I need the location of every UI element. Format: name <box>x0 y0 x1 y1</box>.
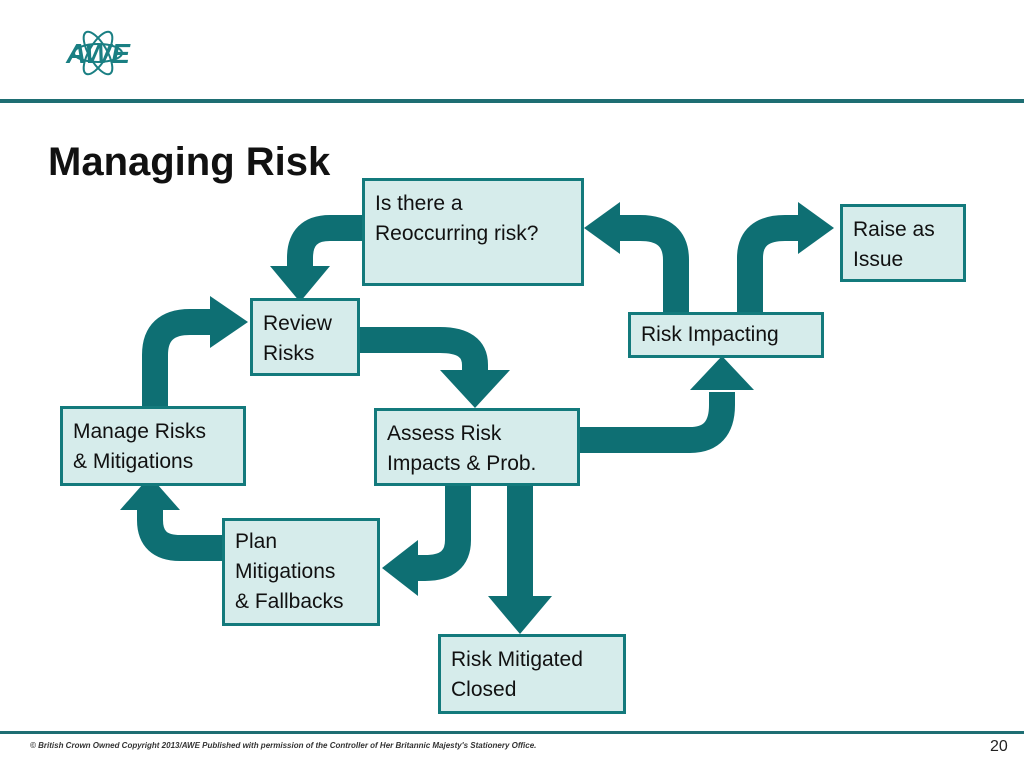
box-line: Manage Risks <box>73 420 207 443</box>
orbit-ring-1 <box>73 43 123 63</box>
arrow-assess-to-impacting <box>580 392 735 453</box>
footer-divider <box>0 731 1024 734</box>
arrowhead-review-left <box>210 296 248 348</box>
arrow-review-to-assess <box>360 327 488 378</box>
box-line: Issue <box>853 248 904 271</box>
arrowhead-plan <box>382 540 418 596</box>
box-assess-risk: Assess Risk Impacts & Prob. <box>374 408 580 486</box>
slide-title: Managing Risk <box>48 140 331 184</box>
arrowhead-manage <box>120 476 180 510</box>
box-line: Closed <box>451 678 517 701</box>
arrow-reoccurring-to-review <box>287 215 364 271</box>
box-line: Risk Impacting <box>641 323 779 346</box>
arrow-manage-to-review <box>142 309 212 406</box>
header-divider <box>0 99 1024 103</box>
arrowhead-review <box>270 266 330 302</box>
box-review-risks: Review Risks <box>250 298 360 376</box>
box-line: Is there a <box>375 192 463 215</box>
box-line: Risks <box>263 342 315 365</box>
logo-text: AWE <box>65 38 131 69</box>
box-reoccurring-risk: Is there a Reoccurring risk? <box>362 178 584 286</box>
arrow-assess-to-plan <box>412 486 471 581</box>
box-line: Raise as <box>853 218 935 241</box>
orbit-ring-3 <box>82 30 114 76</box>
arrowhead-assess <box>440 370 510 408</box>
arrowhead-reoccurring <box>584 202 620 254</box>
orbit-ring-2 <box>82 30 114 76</box>
box-line: & Fallbacks <box>235 590 344 613</box>
box-manage-risks: Manage Risks & Mitigations <box>60 406 246 486</box>
box-risk-mitigated: Risk Mitigated Closed <box>438 634 626 714</box>
box-line: & Mitigations <box>73 450 194 473</box>
copyright-notice: © British Crown Owned Copyright 2013/AWE… <box>30 741 537 750</box>
arrowhead-impacting <box>690 356 754 390</box>
box-line: Mitigations <box>235 560 336 583</box>
box-risk-impacting: Risk Impacting <box>628 312 824 358</box>
page-number: 20 <box>990 738 1008 755</box>
box-line: Plan <box>235 530 278 553</box>
arrowhead-raise <box>798 202 834 254</box>
arrow-plan-to-manage <box>137 507 222 561</box>
box-line: Review <box>263 312 332 335</box>
arrow-impacting-to-reoccurring <box>618 215 689 312</box>
awe-logo: AWE <box>65 30 131 76</box>
box-line: Assess Risk <box>387 422 502 445</box>
box-line: Risk Mitigated <box>451 648 583 671</box>
box-raise-as-issue: Raise as Issue <box>840 204 966 282</box>
arrow-impacting-to-raise <box>737 215 800 312</box>
box-line: Impacts & Prob. <box>387 452 537 475</box>
box-plan-mitigations: Plan Mitigations & Fallbacks <box>222 518 380 626</box>
box-line: Reoccurring risk? <box>375 222 539 245</box>
arrowhead-mitigated <box>488 596 552 634</box>
